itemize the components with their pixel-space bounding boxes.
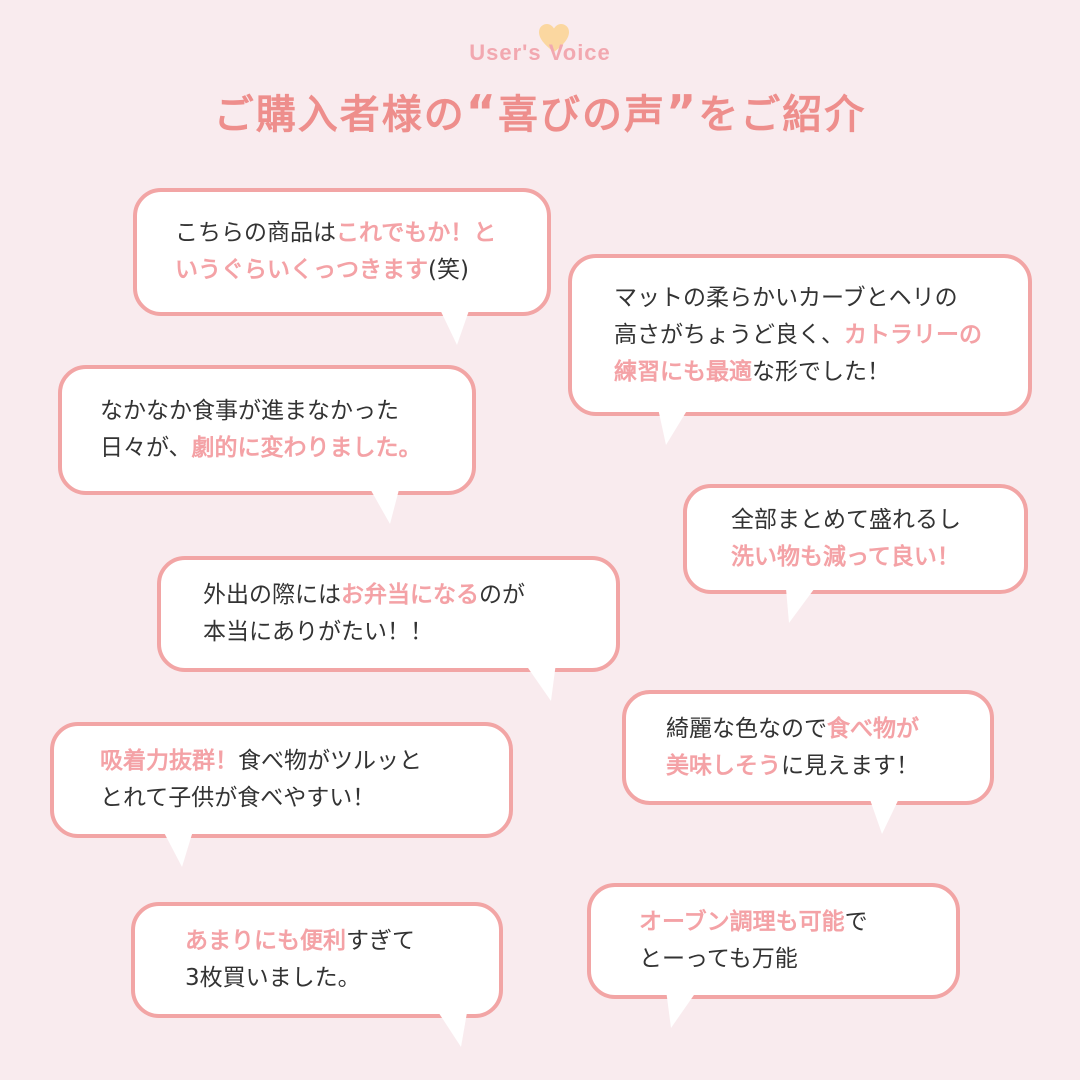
review-highlight: 劇的に変わりました。 [191, 435, 422, 461]
review-line: とーっても万能 [639, 941, 868, 978]
review-bubble-8: あまりにも便利すぎて 3枚買いました。 [131, 902, 503, 1047]
review-text-plain: (笑) [428, 257, 469, 283]
bubble-tail [862, 788, 908, 836]
section-eyebrow: User's Voice [469, 40, 611, 65]
review-line: こちらの商品はこれでもか！と [175, 215, 496, 252]
bubble-tail [781, 577, 827, 625]
review-text-plain: 全部まとめて盛れるし [731, 507, 961, 533]
review-line: 綺麗な色なので食べ物が [666, 711, 919, 748]
review-text-plain: 高さがちょうど良く、 [614, 321, 844, 348]
review-line: 日々が、劇的に変わりました。 [100, 430, 422, 467]
review-line: 洗い物も減って良い！ [731, 539, 961, 576]
review-text-plain: こちらの商品は [175, 220, 336, 246]
review-text-plain: 3枚買いました。 [185, 965, 361, 991]
review-text: なかなか食事が進まなかった 日々が、劇的に変わりました。 [100, 393, 422, 467]
review-line: 吸着力抜群！食べ物がツルッと [100, 743, 422, 780]
review-text-plain: 本当にありがたい！！ [203, 619, 433, 645]
bubble-tail [515, 655, 561, 703]
review-bubble-5: 外出の際にはお弁当になるのが 本当にありがたい！！ [157, 556, 620, 701]
bubble-tail [427, 1001, 473, 1049]
review-line: 全部まとめて盛れるし [731, 502, 961, 539]
review-line: 外出の際にはお弁当になるのが [203, 577, 525, 614]
review-highlight: カトラリーの [844, 321, 982, 348]
title-highlight: 喜びの声 [498, 92, 666, 138]
review-line: マットの柔らかいカーブとヘリの [614, 280, 982, 317]
review-highlight: オーブン調理も可能 [639, 909, 845, 935]
page-title: ご購入者様の“喜びの声”をご紹介 [0, 82, 1080, 140]
review-bubble-9: オーブン調理も可能で とーっても万能 [587, 883, 960, 1028]
review-highlight: 吸着力抜群！ [100, 748, 238, 774]
review-bubble-3: なかなか食事が進まなかった 日々が、劇的に変わりました。 [58, 365, 476, 524]
review-highlight: これでもか！と [336, 220, 497, 246]
review-text: こちらの商品はこれでもか！と いうぐらいくっつきます(笑) [175, 215, 496, 289]
review-text-plain: とれて子供が食べやすい！ [100, 785, 376, 811]
review-text-plain: 外出の際には [203, 582, 341, 608]
review-highlight: 洗い物も減って良い！ [731, 544, 960, 570]
review-line: とれて子供が食べやすい！ [100, 780, 422, 817]
bubble-tail [652, 399, 698, 447]
review-text-plain: すぎて [346, 928, 415, 954]
review-line: オーブン調理も可能で [639, 904, 868, 941]
bubble-tail [360, 478, 406, 526]
review-text: 外出の際にはお弁当になるのが 本当にありがたい！！ [203, 577, 525, 651]
review-text-plain: のが [479, 582, 525, 608]
review-text-plain: 日々が、 [100, 435, 192, 461]
review-bubble-2: マットの柔らかいカーブとヘリの 高さがちょうど良く、カトラリーの 練習にも最適な… [568, 254, 1032, 445]
review-bubble-7: 吸着力抜群！食べ物がツルッと とれて子供が食べやすい！ [50, 722, 513, 867]
review-highlight: 練習にも最適 [614, 358, 752, 385]
title-tail: をご紹介 [698, 92, 867, 138]
review-text-plain: 綺麗な色なので [666, 715, 827, 742]
review-text: 綺麗な色なので食べ物が 美味しそうに見えます！ [666, 711, 919, 785]
review-line: あまりにも便利すぎて [185, 923, 415, 960]
review-text: 全部まとめて盛れるし 洗い物も減って良い！ [731, 502, 961, 576]
review-highlight: いうぐらいくっつきます [175, 257, 428, 283]
review-text: 吸着力抜群！食べ物がツルッと とれて子供が食べやすい！ [100, 743, 422, 817]
review-text-plain: な形でした！ [752, 358, 890, 385]
review-text: あまりにも便利すぎて 3枚買いました。 [185, 923, 415, 997]
title-quote-open: “ [465, 85, 498, 139]
review-line: 高さがちょうど良く、カトラリーの [614, 317, 982, 354]
heart-icon [539, 24, 569, 52]
review-text: オーブン調理も可能で とーっても万能 [639, 904, 868, 978]
review-text-plain: なかなか食事が進まなかった [100, 398, 399, 424]
title-lead: ご購入者様の [213, 92, 466, 138]
review-line: 美味しそうに見えます！ [666, 748, 919, 785]
review-line: なかなか食事が進まなかった [100, 393, 422, 430]
bubble-tail [431, 299, 477, 347]
review-text: マットの柔らかいカーブとヘリの 高さがちょうど良く、カトラリーの 練習にも最適な… [614, 280, 982, 391]
review-line: 練習にも最適な形でした！ [614, 354, 982, 391]
review-text-plain: に見えます！ [781, 752, 919, 779]
review-line: 本当にありがたい！！ [203, 614, 525, 651]
review-highlight: 美味しそう [666, 752, 781, 779]
review-bubble-4: 全部まとめて盛れるし 洗い物も減って良い！ [683, 484, 1028, 623]
review-text-plain: とーっても万能 [639, 946, 798, 972]
bubble-tail [661, 982, 707, 1030]
review-text-plain: 食べ物がツルッと [238, 748, 422, 774]
review-line: 3枚買いました。 [185, 960, 415, 997]
review-highlight: お弁当になる [341, 582, 479, 608]
review-line: いうぐらいくっつきます(笑) [175, 252, 496, 289]
review-text-plain: マットの柔らかいカーブとヘリの [614, 284, 958, 311]
bubble-tail [154, 821, 200, 869]
review-highlight: 食べ物が [827, 715, 919, 742]
title-quote-close: ” [666, 85, 699, 139]
review-bubble-1: こちらの商品はこれでもか！と いうぐらいくっつきます(笑) [133, 188, 551, 345]
review-text-plain: で [844, 909, 868, 935]
review-bubble-6: 綺麗な色なので食べ物が 美味しそうに見えます！ [622, 690, 994, 834]
review-highlight: あまりにも便利 [185, 928, 346, 954]
